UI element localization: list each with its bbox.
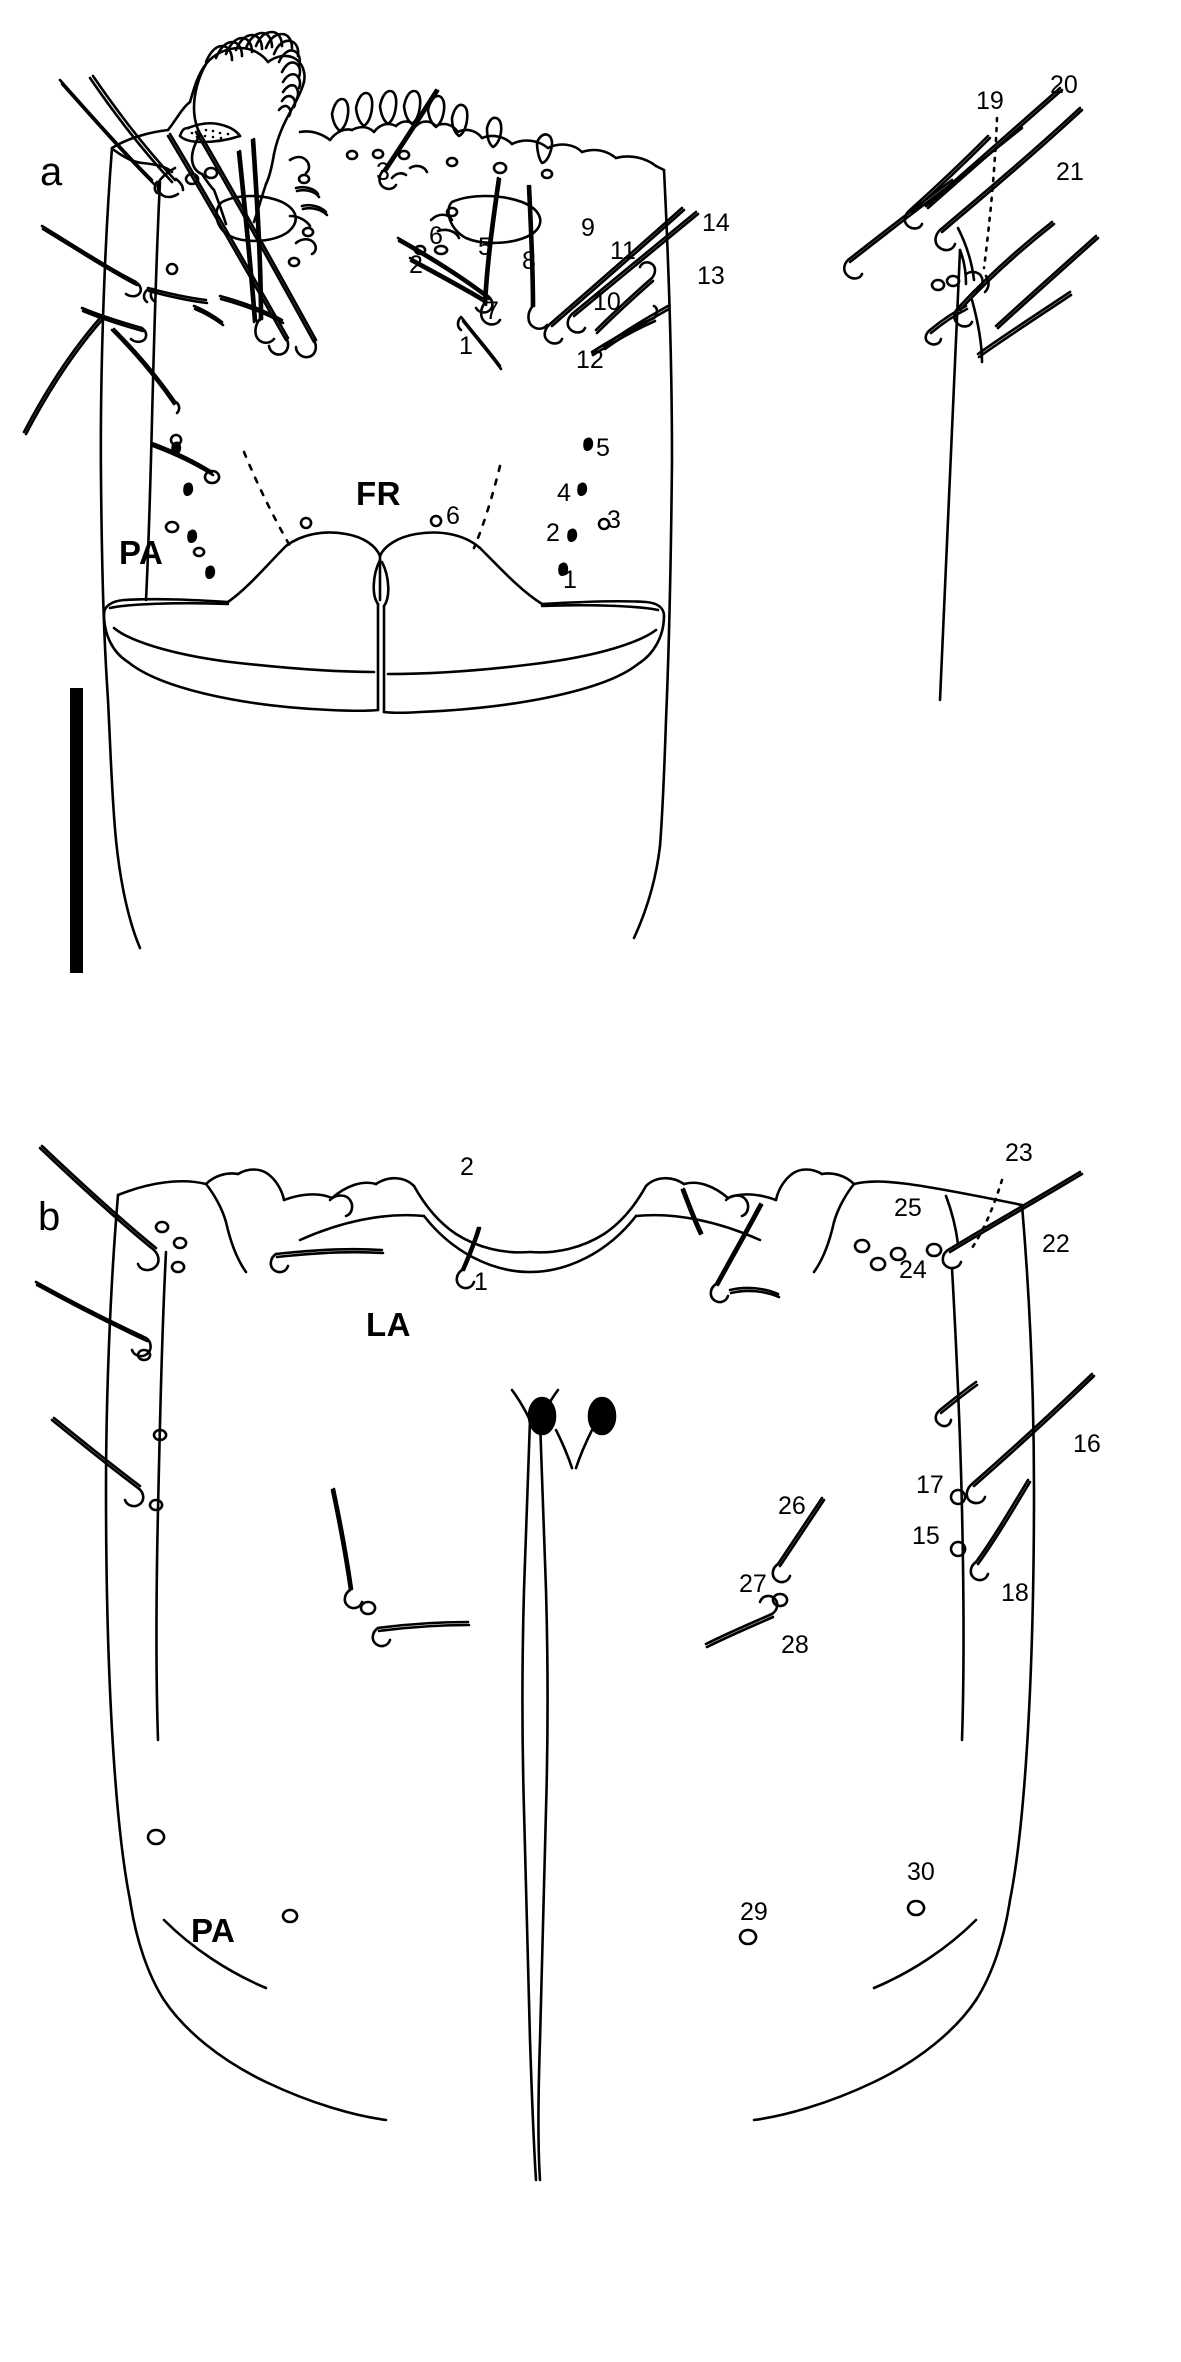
label-a-19: 19 bbox=[976, 87, 1004, 115]
label-a-frons-4: 4 bbox=[557, 479, 571, 507]
label-a-3-top: 3 bbox=[376, 158, 390, 186]
label-a-11: 11 bbox=[610, 237, 636, 265]
label-a-2-upper: 2 bbox=[409, 251, 423, 279]
label-frons: FR bbox=[356, 475, 401, 512]
label-b-26: 26 bbox=[778, 1492, 806, 1520]
label-b-2: 2 bbox=[460, 1153, 474, 1181]
label-a-6: 6 bbox=[429, 222, 443, 250]
panel-letter-b: b bbox=[38, 1195, 61, 1239]
label-b-22: 22 bbox=[1042, 1230, 1070, 1258]
label-a-13: 13 bbox=[697, 262, 725, 290]
label-a-frons-3: 3 bbox=[607, 506, 621, 534]
label-b-27: 27 bbox=[739, 1570, 767, 1598]
label-a-20: 20 bbox=[1050, 71, 1078, 99]
label-b-16: 16 bbox=[1073, 1430, 1101, 1458]
label-a-frons-6: 6 bbox=[446, 502, 460, 530]
label-b-24: 24 bbox=[899, 1256, 927, 1284]
label-a-1-upper: 1 bbox=[459, 332, 473, 360]
label-a-frons-5: 5 bbox=[596, 434, 610, 462]
label-a-12: 12 bbox=[576, 346, 604, 374]
label-parietal-b: PA bbox=[191, 1912, 236, 1949]
label-b-17: 17 bbox=[916, 1471, 944, 1499]
label-a-frons-2: 2 bbox=[546, 519, 560, 547]
label-a-7: 7 bbox=[485, 297, 499, 325]
label-a-14: 14 bbox=[702, 209, 730, 237]
label-a-9: 9 bbox=[581, 214, 595, 242]
label-a-5: 5 bbox=[478, 233, 492, 261]
scale-bar bbox=[70, 688, 83, 973]
label-b-18: 18 bbox=[1001, 1579, 1029, 1607]
label-parietal-a: PA bbox=[119, 534, 164, 571]
label-a-frons-1: 1 bbox=[563, 566, 577, 594]
panel-letter-a: a bbox=[40, 150, 63, 194]
label-b-15: 15 bbox=[912, 1522, 940, 1550]
label-b-29: 29 bbox=[740, 1898, 768, 1926]
label-b-1: 1 bbox=[474, 1268, 488, 1296]
label-a-8: 8 bbox=[522, 247, 536, 275]
label-a-21: 21 bbox=[1056, 158, 1084, 186]
label-b-30: 30 bbox=[907, 1858, 935, 1886]
label-labium-text: LA bbox=[366, 1306, 411, 1343]
label-b-25: 25 bbox=[894, 1194, 922, 1222]
label-b-23: 23 bbox=[1005, 1139, 1033, 1167]
label-a-10: 10 bbox=[593, 288, 621, 316]
label-b-28: 28 bbox=[781, 1631, 809, 1659]
